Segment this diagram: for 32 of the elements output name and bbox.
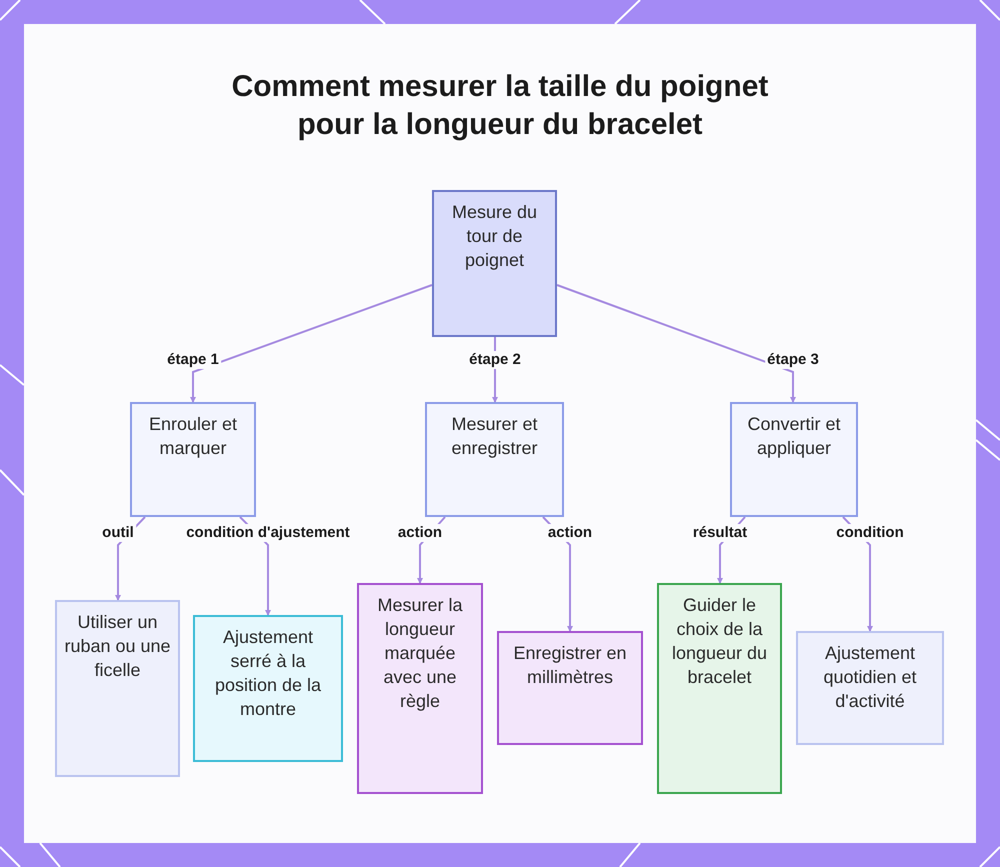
node-text: Ajustement serré à la position de la montre bbox=[214, 626, 322, 721]
node-text: Enregistrer en millimètres bbox=[512, 642, 628, 689]
edge-label: condition d'ajustement bbox=[184, 524, 352, 542]
process-box bbox=[657, 583, 782, 794]
process-box bbox=[55, 600, 180, 777]
edge-label: condition bbox=[834, 524, 906, 542]
process-box bbox=[357, 583, 483, 794]
node-text: Utiliser un ruban ou une ficelle bbox=[63, 611, 172, 682]
edge-label: étape 1 bbox=[165, 351, 221, 369]
node-text: Convertir et appliquer bbox=[746, 413, 842, 460]
process-box bbox=[425, 402, 564, 517]
diagram-title: Comment mesurer la taille du poignet pour la longueur du bracelet bbox=[230, 69, 770, 143]
edge-label: action bbox=[546, 524, 594, 542]
process-box bbox=[432, 190, 557, 337]
edge-label: résultat bbox=[690, 524, 750, 542]
node-text: Mesure du tour de poignet bbox=[450, 201, 538, 272]
node-text: Mesurer la longueur marquée avec une règle bbox=[376, 594, 464, 713]
connector-arrow bbox=[190, 284, 432, 403]
process-box bbox=[796, 631, 944, 745]
node-text: Ajustement quotidien et d'activité bbox=[822, 642, 918, 713]
node-text: Mesurer et enregistrer bbox=[450, 413, 539, 460]
process-box bbox=[497, 631, 643, 745]
connector-arrow bbox=[556, 284, 796, 403]
edge-label: action bbox=[396, 524, 444, 542]
process-box bbox=[730, 402, 858, 517]
node-text: Guider le choix de la longueur du bracelet bbox=[670, 594, 768, 689]
node-text: Enrouler et marquer bbox=[148, 413, 238, 460]
process-box bbox=[193, 615, 343, 762]
process-box bbox=[130, 402, 256, 517]
edge-label: étape 2 bbox=[467, 351, 523, 369]
edge-label: outil bbox=[100, 524, 136, 542]
edge-label: étape 3 bbox=[765, 351, 821, 369]
